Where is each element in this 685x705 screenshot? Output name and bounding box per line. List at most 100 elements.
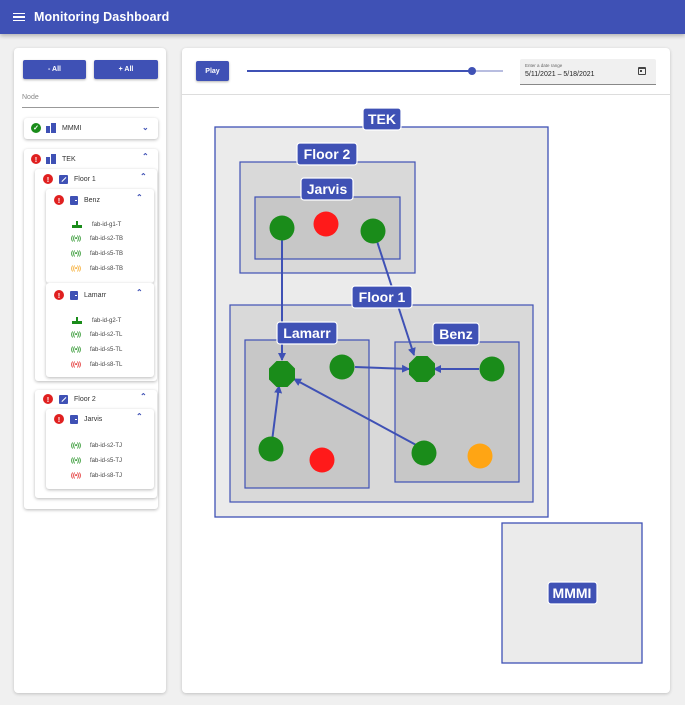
map-label-tek: TEK xyxy=(362,107,402,131)
node-filter-input[interactable]: Node xyxy=(22,94,159,108)
wifi-signal-icon: ((•)) xyxy=(70,362,82,368)
map-label-floor-1: Floor 1 xyxy=(351,285,413,309)
error-status-icon: ! xyxy=(54,414,64,424)
chevron-up-icon[interactable]: ⌃ xyxy=(136,288,143,297)
error-status-icon: ! xyxy=(31,154,41,164)
tree-node-label: Jarvis xyxy=(84,415,103,423)
sensor-item[interactable]: ((•)) fab-id-s8-TL xyxy=(70,362,122,368)
tree-node-label: Floor 1 xyxy=(74,175,96,183)
tree-node-tek[interactable]: ! TEK ⌃ ! Floor 1 ⌃ ! Benz ⌃ xyxy=(24,149,158,509)
wifi-signal-icon: ((•)) xyxy=(70,266,82,272)
sensor-label: fab-id-s8-TB xyxy=(90,266,124,272)
timeline-slider-thumb[interactable] xyxy=(468,67,477,75)
tree-node-label: TEK xyxy=(62,155,76,163)
sensor-item[interactable]: fab-id-g2-T xyxy=(72,317,121,324)
gateway-icon xyxy=(72,317,82,324)
svg-text:Lamarr: Lamarr xyxy=(283,325,331,341)
gateway-node[interactable] xyxy=(269,361,295,387)
sensor-label: fab-id-s5-TB xyxy=(90,251,124,257)
sensor-item[interactable]: ((•)) fab-id-s2-TJ xyxy=(70,443,122,449)
chevron-down-icon[interactable]: ⌄ xyxy=(142,123,149,132)
sensor-node-ok[interactable] xyxy=(479,356,505,382)
room-icon xyxy=(70,414,78,424)
sensor-node-ok[interactable] xyxy=(258,436,284,462)
map-label-floor-2: Floor 2 xyxy=(296,142,358,166)
map-label-lamarr: Lamarr xyxy=(276,321,338,345)
sensor-label: fab-id-s5-TL xyxy=(90,347,123,353)
sensor-item[interactable]: ((•)) fab-id-s5-TL xyxy=(70,347,122,353)
svg-text:Benz: Benz xyxy=(439,326,472,342)
error-status-icon: ! xyxy=(54,290,64,300)
tree-node-floor-2[interactable]: ! Floor 2 ⌃ ! Jarvis ⌃ ((•)) fab-id-s2-T… xyxy=(35,390,157,498)
sensor-label: fab-id-g2-T xyxy=(92,317,122,324)
sensor-label: fab-id-s8-TJ xyxy=(90,473,123,479)
floor-icon xyxy=(59,394,68,404)
tree-node-label: Benz xyxy=(84,196,100,204)
svg-text:Floor 2: Floor 2 xyxy=(304,146,351,162)
link-arrow xyxy=(293,378,419,447)
chevron-up-icon[interactable]: ⌃ xyxy=(136,412,143,421)
svg-text:MMMI: MMMI xyxy=(553,585,592,601)
wifi-signal-icon: ((•)) xyxy=(70,251,82,257)
collapse-all-button[interactable]: - All xyxy=(23,60,86,79)
sensor-item[interactable]: ((•)) fab-id-s2-TB xyxy=(70,236,123,242)
tree-node-lamarr[interactable]: ! Lamarr ⌃ fab-id-g2-T ((•)) fab-id-s2-T… xyxy=(46,283,154,377)
wifi-signal-icon: ((•)) xyxy=(70,347,82,353)
sensor-node-ok[interactable] xyxy=(360,218,386,244)
map-label-jarvis: Jarvis xyxy=(300,177,354,201)
sensor-item[interactable]: ((•)) fab-id-s2-TL xyxy=(70,332,122,338)
sensor-node-warning[interactable] xyxy=(467,443,493,469)
chevron-up-icon[interactable]: ⌃ xyxy=(142,152,149,161)
calendar-icon[interactable] xyxy=(638,67,646,75)
building-icon xyxy=(46,154,56,164)
sensor-item[interactable]: ((•)) fab-id-s8-TJ xyxy=(70,473,122,479)
tree-node-jarvis[interactable]: ! Jarvis ⌃ ((•)) fab-id-s2-TJ ((•)) fab-… xyxy=(46,409,154,489)
map-label-mmmi: MMMI xyxy=(547,581,598,605)
timeline-slider-fill xyxy=(247,70,473,72)
menu-icon[interactable] xyxy=(13,12,25,22)
wifi-signal-icon: ((•)) xyxy=(70,473,82,479)
sensor-node-error[interactable] xyxy=(309,447,335,473)
sensor-label: fab-id-g1-T xyxy=(92,221,122,228)
room-icon xyxy=(70,195,78,205)
wifi-signal-icon: ((•)) xyxy=(70,236,82,242)
link-arrow xyxy=(354,364,410,373)
chevron-up-icon[interactable]: ⌃ xyxy=(140,172,147,181)
ok-status-icon: ✓ xyxy=(31,123,41,133)
sensor-label: fab-id-s5-TJ xyxy=(90,458,123,464)
play-button[interactable]: Play xyxy=(196,61,229,81)
timeline-slider[interactable] xyxy=(247,67,503,75)
tree-node-label: MMMI xyxy=(62,124,82,132)
sensor-item[interactable]: ((•)) fab-id-s5-TB xyxy=(70,251,123,257)
toolbar-divider xyxy=(182,94,670,95)
sensor-node-error[interactable] xyxy=(313,211,339,237)
wifi-signal-icon: ((•)) xyxy=(70,443,82,449)
chevron-up-icon[interactable]: ⌃ xyxy=(140,392,147,401)
tree-node-floor-1[interactable]: ! Floor 1 ⌃ ! Benz ⌃ fab-id-g1-T ((•)) xyxy=(35,169,157,381)
sensor-node-ok[interactable] xyxy=(411,440,437,466)
expand-all-button[interactable]: + All xyxy=(94,60,158,79)
sensor-item[interactable]: fab-id-g1-T xyxy=(72,221,121,228)
sensor-label: fab-id-s8-TL xyxy=(90,362,123,368)
floor-icon xyxy=(59,174,68,184)
sensor-label: fab-id-s2-TJ xyxy=(90,443,123,449)
tree-node-mmmi[interactable]: ✓ MMMI ⌄ xyxy=(24,118,158,139)
sensor-node-ok[interactable] xyxy=(269,215,295,241)
date-range-caption: Enter a date range xyxy=(525,63,563,68)
sensor-item[interactable]: ((•)) fab-id-s5-TJ xyxy=(70,458,122,464)
tree-node-benz[interactable]: ! Benz ⌃ fab-id-g1-T ((•)) fab-id-s2-TB … xyxy=(46,189,154,283)
app-title: Monitoring Dashboard xyxy=(34,10,170,24)
wifi-signal-icon: ((•)) xyxy=(70,332,82,338)
svg-text:TEK: TEK xyxy=(368,111,396,127)
sensor-node-ok[interactable] xyxy=(329,354,355,380)
node-tree-panel: - All + All Node ✓ MMMI ⌄ ! TEK ⌃ ! Floo… xyxy=(14,48,166,693)
sensor-item[interactable]: ((•)) fab-id-s8-TB xyxy=(70,266,123,272)
map-label-benz: Benz xyxy=(432,322,480,346)
error-status-icon: ! xyxy=(54,195,64,205)
chevron-up-icon[interactable]: ⌃ xyxy=(136,193,143,202)
room-icon xyxy=(70,290,78,300)
gateway-node[interactable] xyxy=(409,356,435,382)
date-range-field[interactable]: Enter a date range 5/11/2021 – 5/18/2021 xyxy=(520,59,656,85)
wifi-signal-icon: ((•)) xyxy=(70,458,82,464)
